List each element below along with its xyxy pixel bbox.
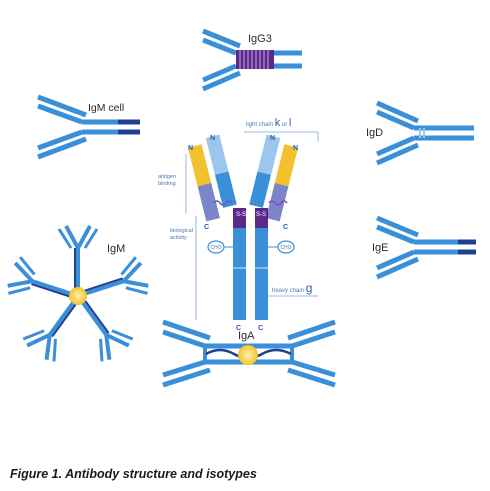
n-terminal-right-outer: N <box>293 145 298 152</box>
biological-activity-label-2: activity <box>170 235 187 241</box>
hinge-left <box>233 208 246 228</box>
antigen-binding-label-1: antigen <box>158 174 176 180</box>
igg3-label: IgG3 <box>248 33 272 45</box>
antigen-binding-label-2: binding <box>158 181 176 187</box>
igg-detail <box>187 134 299 320</box>
igm-label: IgM <box>107 243 125 255</box>
vl-left-domain <box>187 144 212 187</box>
igd-molecule <box>375 100 474 166</box>
disulfide-right <box>268 200 288 206</box>
c-terminal-left-heavy: C <box>236 325 241 332</box>
light-chain-callout <box>244 131 319 142</box>
cho-label-left: CHO <box>210 245 221 251</box>
ige-label: IgE <box>372 242 389 254</box>
cl-right-domain <box>266 183 289 222</box>
igd-label: IgD <box>366 127 383 139</box>
iga-j-chain <box>238 345 258 365</box>
igm-pentamer <box>3 225 153 364</box>
igg3-molecule <box>202 28 302 92</box>
heavy-chain-label: heavy chain g <box>272 281 312 295</box>
igm-monomer <box>57 225 99 288</box>
cho-label-right: CHO <box>280 245 291 251</box>
vh-left-domain <box>205 134 229 175</box>
ss-label-2: S-S <box>256 212 266 218</box>
c-terminal-left-light: C <box>204 224 209 231</box>
c-terminal-right-heavy: C <box>258 325 263 332</box>
cl-left-domain <box>197 183 220 222</box>
n-terminal-left-inner: N <box>210 135 215 142</box>
n-terminal-left-outer: N <box>188 145 193 152</box>
figure-caption: Figure 1. Antibody structure and isotype… <box>10 467 257 481</box>
ss-label-1: S-S <box>236 212 246 218</box>
hinge-right <box>255 208 268 228</box>
vh-right-domain <box>257 134 281 175</box>
iga-label: IgA <box>238 330 255 342</box>
igm-cell-label: IgM cell <box>88 102 124 114</box>
fc-right-domain <box>255 228 268 320</box>
fc-left-domain <box>233 228 246 320</box>
ch1-left-domain <box>214 171 237 208</box>
disulfide-left <box>213 200 233 206</box>
ige-molecule <box>375 215 476 280</box>
ch1-right-domain <box>249 171 272 208</box>
biological-activity-label-1: biological <box>170 228 193 234</box>
igm-j-chain <box>69 287 87 305</box>
vl-right-domain <box>274 144 299 187</box>
c-terminal-right-light: C <box>283 224 288 231</box>
n-terminal-right-inner: N <box>270 135 275 142</box>
iga-molecule <box>162 319 336 388</box>
light-chain-label: light chain k or l <box>246 117 291 129</box>
igm-cell-molecule <box>37 94 140 160</box>
